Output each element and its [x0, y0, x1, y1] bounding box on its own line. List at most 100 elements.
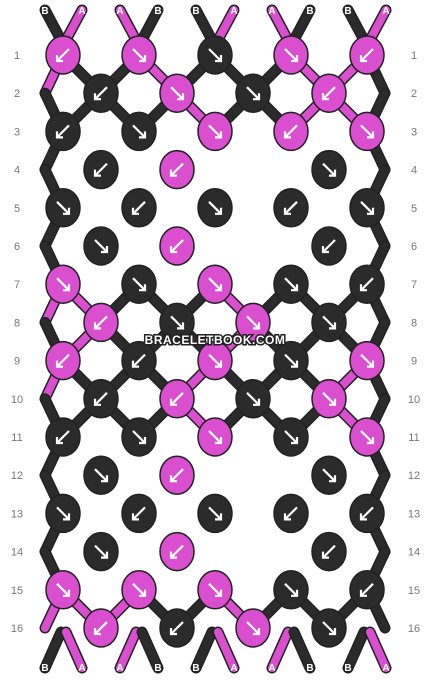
row-label-left: 12 — [11, 470, 23, 482]
row-label-right: 6 — [411, 241, 417, 253]
knot — [45, 417, 81, 457]
knot — [197, 111, 233, 152]
knot — [83, 226, 119, 266]
row-label-right: 2 — [411, 88, 417, 100]
knot — [83, 531, 119, 572]
knot — [45, 340, 81, 381]
knot — [273, 188, 309, 228]
knot-grid — [45, 35, 385, 648]
knot — [159, 302, 195, 343]
knot — [197, 188, 233, 228]
knot — [273, 340, 309, 381]
bottom-string — [62, 628, 86, 672]
row-label-right: 9 — [411, 356, 417, 368]
knot — [45, 570, 81, 610]
knot — [197, 264, 233, 304]
knot — [121, 340, 157, 381]
knot — [235, 379, 271, 419]
row-label-right: 13 — [408, 508, 420, 520]
knot — [83, 73, 119, 113]
top-string — [366, 6, 390, 44]
knot — [159, 531, 195, 572]
knot — [273, 493, 309, 534]
knot — [311, 149, 347, 190]
bottom-string — [192, 628, 216, 672]
knot — [273, 264, 309, 304]
top-string-letter: B — [306, 6, 313, 17]
knot — [349, 111, 385, 152]
bottom-string — [116, 628, 140, 672]
knot — [159, 608, 195, 648]
row-label-left: 11 — [11, 432, 22, 444]
knot — [311, 73, 347, 113]
knot — [197, 340, 233, 381]
row-label-left: 9 — [14, 356, 20, 368]
knot — [45, 188, 81, 228]
top-string-letter: A — [78, 6, 85, 17]
knot — [197, 35, 233, 75]
knot — [83, 149, 119, 190]
row-label-right: 5 — [411, 203, 417, 215]
knot — [121, 570, 157, 610]
bottom-string-letter: B — [41, 663, 48, 674]
bottom-string — [366, 628, 390, 672]
knot — [83, 608, 119, 648]
knot — [349, 493, 385, 534]
row-label-left: 1 — [14, 50, 20, 62]
bottom-string-letter: A — [230, 663, 237, 674]
top-string-letter: A — [230, 6, 237, 17]
row-label-right: 11 — [408, 432, 419, 444]
top-string-letter: B — [344, 6, 351, 17]
knot — [197, 417, 233, 457]
top-string-letter: B — [41, 6, 48, 17]
knot — [235, 608, 271, 648]
row-label-right: 8 — [411, 317, 417, 329]
bottom-string-letter: A — [268, 663, 275, 674]
row-label-left: 14 — [11, 547, 23, 559]
top-string — [344, 6, 368, 44]
knot — [273, 570, 309, 610]
knot — [83, 302, 119, 343]
knot — [311, 226, 347, 266]
row-label-left: 4 — [14, 165, 20, 177]
knot — [121, 264, 157, 304]
bottom-string — [41, 628, 65, 672]
knot — [45, 111, 81, 152]
row-label-left: 10 — [11, 394, 23, 406]
bottom-string-letter: B — [154, 663, 161, 674]
knot — [349, 570, 385, 610]
bottom-string — [138, 628, 162, 672]
knot — [45, 35, 81, 75]
row-label-left: 8 — [14, 317, 20, 329]
top-string — [138, 6, 162, 44]
bottom-string — [344, 628, 368, 672]
knot — [159, 455, 195, 495]
bottom-string — [268, 628, 292, 672]
knot — [273, 35, 309, 75]
top-string — [41, 6, 65, 44]
row-label-right: 3 — [411, 126, 417, 138]
row-label-left: 2 — [14, 88, 20, 100]
knot — [349, 188, 385, 228]
knot — [311, 531, 347, 572]
knot — [349, 340, 385, 381]
knot — [121, 188, 157, 228]
knot — [45, 493, 81, 534]
bottom-string-letter: B — [306, 663, 313, 674]
row-label-right: 1 — [411, 50, 417, 62]
bottom-string-letter: A — [382, 663, 389, 674]
knot — [121, 111, 157, 152]
row-label-left: 13 — [11, 508, 23, 520]
knot — [121, 417, 157, 457]
knot — [197, 493, 233, 534]
row-label-left: 15 — [11, 585, 23, 597]
row-label-right: 12 — [408, 470, 420, 482]
bottom-string-letter: A — [116, 663, 123, 674]
knot — [197, 570, 233, 610]
knot — [349, 35, 385, 75]
knot — [349, 417, 385, 457]
top-string-letter: A — [116, 6, 123, 17]
watermark: BRACELETBOOK.COM — [145, 333, 286, 347]
top-string-letter: A — [268, 6, 275, 17]
row-label-right: 15 — [408, 585, 420, 597]
